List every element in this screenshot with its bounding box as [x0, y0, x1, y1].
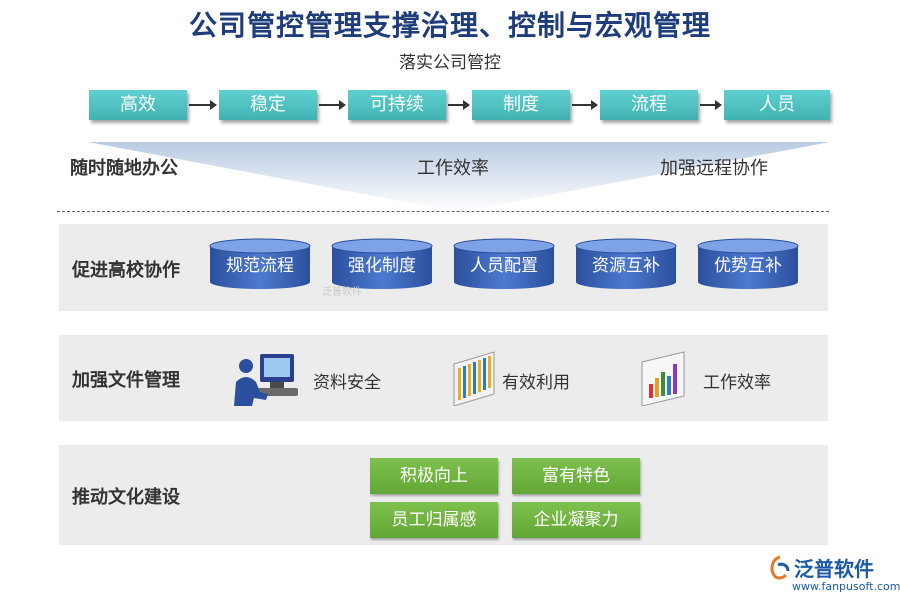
divider	[57, 211, 829, 212]
benefit-band: 随时随地办公 工作效率 加强远程协作	[70, 142, 830, 212]
cylinder-icon	[697, 238, 799, 289]
cylinder-advantage-complement: 优势互补	[697, 238, 799, 290]
cylinder-label: 规范流程	[226, 256, 294, 276]
cylinder-label: 资源互补	[592, 256, 660, 276]
brand-logo: 泛普软件 www.fanpusoft.com	[768, 553, 900, 595]
culture-label: 推动文化建设	[72, 487, 180, 508]
flow-step-sustainable: 可持续	[348, 90, 446, 120]
cylinder-label: 强化制度	[348, 256, 416, 276]
computer-user-icon	[230, 352, 300, 408]
cylinder-staffing: 人员配置	[453, 238, 555, 290]
cylinder-icon	[209, 238, 311, 289]
cylinder-standard-process: 规范流程	[209, 238, 311, 290]
flow-step-stable: 稳定	[219, 90, 317, 120]
file-label-security: 资料安全	[313, 373, 381, 393]
cylinder-icon	[453, 238, 555, 289]
logo-url: www.fanpusoft.com	[792, 580, 900, 593]
bar-chart-icon	[452, 350, 496, 407]
band-center-text: 工作效率	[417, 158, 489, 179]
flow-step-efficient: 高效	[89, 90, 187, 120]
flow-step-system: 制度	[472, 90, 570, 120]
band-right-text: 加强远程协作	[660, 158, 768, 179]
page-title: 公司管控管理支撑治理、控制与宏观管理	[188, 9, 711, 42]
files-panel: 加强文件管理	[59, 335, 828, 421]
logo-name: 泛普软件	[794, 557, 874, 581]
logo-icon	[770, 555, 790, 580]
file-label-efficiency: 工作效率	[703, 373, 771, 393]
flow-arrow-icon	[319, 100, 346, 110]
band-shape	[88, 142, 830, 212]
flow-arrow-icon	[700, 100, 722, 110]
flow-arrow-icon	[448, 100, 470, 110]
flow-arrow-icon	[189, 100, 217, 110]
flow-step-process: 流程	[600, 90, 698, 120]
column-chart-icon	[640, 350, 686, 407]
watermark: 泛普软件	[322, 287, 362, 298]
collab-label: 促进高校协作	[72, 260, 180, 281]
culture-item-cohesion: 企业凝聚力	[512, 502, 640, 538]
cylinder-icon	[575, 238, 677, 289]
culture-item-belonging: 员工归属感	[370, 502, 498, 538]
files-label: 加强文件管理	[72, 370, 180, 391]
cylinder-label: 人员配置	[470, 256, 538, 276]
culture-item-distinctive: 富有特色	[512, 458, 640, 494]
flow-row: 高效 稳定 可持续 制度 流程 人员	[0, 90, 900, 120]
culture-item-positive: 积极向上	[370, 458, 498, 494]
flow-step-personnel: 人员	[724, 90, 830, 120]
cylinder-icon	[331, 238, 433, 289]
cylinder-resource-complement: 资源互补	[575, 238, 677, 290]
page-subtitle: 落实公司管控	[399, 53, 501, 73]
flow-arrow-icon	[572, 100, 598, 110]
cylinder-label: 优势互补	[714, 256, 782, 276]
cylinder-strengthen-system: 强化制度	[331, 238, 433, 290]
band-left-text: 随时随地办公	[70, 158, 178, 179]
file-label-utilization: 有效利用	[502, 373, 570, 393]
